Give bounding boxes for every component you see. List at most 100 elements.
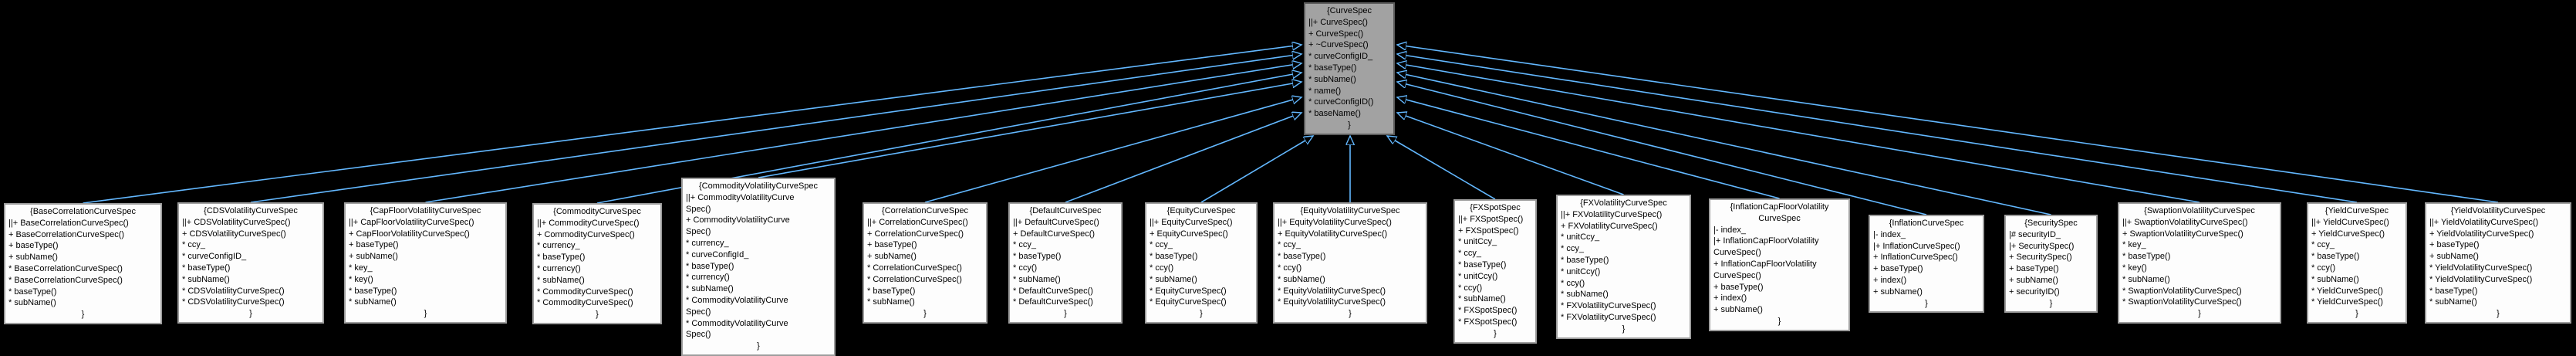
class-member-line: * ccy_ (182, 240, 205, 250)
class-title-line: {InflationCapFloorVolatility (1730, 202, 1829, 212)
class-node-commodityvolatilitycurvespec[interactable]: {CommodityVolatilityCurveSpec||+ Commodi… (681, 178, 836, 356)
class-close-brace: } (424, 309, 427, 319)
class-node-capfloorvolatilitycurvespec[interactable]: {CapFloorVolatilityCurveSpec ||+ CapFloor… (344, 202, 507, 324)
class-title-line: CurveSpec (1758, 213, 1801, 223)
class-close-brace: } (596, 310, 599, 320)
class-member-line: + ~CurveSpec() (1308, 40, 1369, 50)
class-close-brace: } (1348, 120, 1351, 130)
class-node-commoditycurvespec[interactable]: {CommodityCurveSpec||+ CommodityCurveSpe… (532, 203, 662, 324)
class-member-line: |+ InflationCapFloorVolatility (1713, 236, 1819, 246)
class-node-cdsvolatilitycurvespec[interactable]: {CDSVolatilityCurveSpec||+ CDSVolatility… (177, 202, 324, 324)
class-node-defaultcurvespec[interactable]: {DefaultCurveSpec||+ DefaultCurveSpec()+… (1008, 202, 1123, 324)
class-node-equitycurvespec[interactable]: {EquityCurveSpec ||+ EquityCurveSpec() + E… (1145, 202, 1258, 324)
class-node-basecorrelationcurvespec[interactable]: {BaseCorrelationCurveSpec||+ BaseCorrela… (4, 203, 162, 324)
class-member-line: ||+ EquityCurveSpec() (1150, 217, 1233, 227)
class-member-line: * subName() (1278, 274, 1325, 284)
class-member-line: * CorrelationCurveSpec() (867, 274, 962, 284)
inheritance-edge-inflationcapfloorvolatilitycurvespec (1397, 97, 1780, 199)
class-member-line: * key() (349, 274, 373, 284)
class-member-line: ||+ YieldVolatilityCurveSpec() (2429, 217, 2539, 227)
class-close-brace: } (1494, 328, 1497, 338)
class-member-line: * FXSpotSpec() (1458, 306, 1518, 316)
class-close-brace: } (1349, 309, 1352, 319)
class-member-line: + CommodityVolatilityCurve (686, 215, 790, 225)
class-close-brace: } (2049, 298, 2053, 308)
class-close-brace: } (2497, 309, 2500, 319)
class-member-line: * ccy() (1561, 278, 1585, 288)
class-title-line: {BaseCorrelationCurveSpec (30, 207, 136, 216)
class-member-line: + EquityVolatilityCurveSpec() (1278, 229, 1388, 239)
inheritance-edge-yieldvolatilitycurvespec (1397, 45, 2499, 203)
class-node-swaptionvolatilitycurvespec[interactable]: {SwaptionVolatilityCurveSpec||+ Swaption… (2118, 202, 2281, 324)
class-title-line: {CapFloorVolatilityCurveSpec (370, 206, 481, 215)
class-member-line: ||+ FXVolatilityCurveSpec() (1561, 209, 1663, 219)
class-member-line: + baseType() (867, 240, 917, 250)
class-member-line: |- index_ (1713, 225, 1746, 235)
class-close-brace: } (1064, 309, 1067, 319)
class-member-line: * baseType() (867, 286, 916, 296)
class-node-inflationcurvespec[interactable]: {InflationCurveSpec|- index_|+ Inflation… (1869, 215, 1984, 314)
class-member-line: * CommodityVolatilityCurve (686, 318, 788, 328)
class-member-line: * FXSpotSpec() (1458, 317, 1518, 327)
class-title-line: {CorrelationCurveSpec (882, 206, 968, 215)
class-node-fxvolatilitycurvespec[interactable]: {FXVolatilityCurveSpec||+ FXVolatilityCu… (1556, 195, 1691, 339)
class-close-brace: } (2355, 309, 2358, 319)
class-title-line: {SwaptionVolatilityCurveSpec (2144, 206, 2255, 215)
class-member-line: * key_ (349, 263, 373, 273)
class-member-line: * SwaptionVolatilityCurveSpec() (2122, 286, 2242, 296)
inheritance-edge-correlationcurvespec (924, 97, 1302, 203)
class-node-curvespec[interactable]: {CurveSpec||+ CurveSpec()+ CurveSpec()+ … (1304, 2, 1395, 135)
class-member-line: + CurveSpec() (1308, 29, 1364, 39)
class-member-line: * subName() (1458, 294, 1506, 304)
class-member-line: * ccy_ (1150, 240, 1173, 250)
class-member-line: |+ SecuritySpec() (2009, 241, 2075, 251)
class-member-line: * baseType() (2311, 252, 2360, 262)
class-node-equityvolatilitycurvespec[interactable]: {EquityVolatilityCurveSpec||+ EquityVola… (1273, 202, 1427, 324)
class-member-line: * subName() (2311, 274, 2359, 284)
class-member-line: + subName() (1873, 286, 1923, 297)
class-member-line: ||+ DefaultCurveSpec() (1013, 217, 1099, 227)
inheritance-edge-securityspec (1397, 73, 2051, 215)
class-close-brace: } (923, 309, 927, 319)
class-member-line: * subName() (8, 298, 56, 308)
class-member-line: + baseType() (349, 240, 399, 250)
class-title-line: {DefaultCurveSpec (1029, 206, 1102, 215)
class-member-line: * ccy_ (1013, 240, 1036, 250)
class-member-line: * baseType() (1278, 252, 1326, 262)
class-title-line: {EquityCurveSpec (1166, 206, 1236, 215)
class-title-line: {EquityVolatilityCurveSpec (1300, 206, 1400, 215)
class-member-line: * baseType() (2429, 286, 2478, 296)
class-member-line: * unitCcy() (1458, 271, 1498, 281)
inheritance-edge-inflationcurvespec (1397, 82, 1927, 215)
class-node-securityspec[interactable]: {SecuritySpec|# securityID_|+ SecuritySp… (2004, 215, 2098, 314)
class-member-line: * key() (2122, 263, 2147, 273)
class-node-yieldvolatilitycurvespec[interactable]: {YieldVolatilityCurveSpec||+ YieldVolati… (2425, 202, 2571, 324)
class-close-brace: } (757, 341, 760, 351)
inheritance-edge-commodityvolatilitycurvespec (758, 82, 1302, 178)
class-member-line: + baseType() (2009, 264, 2059, 274)
class-member-line: ||+ CDSVolatilityCurveSpec() (182, 217, 291, 227)
class-member-line: + YieldCurveSpec() (2311, 229, 2385, 239)
class-member-line: * ccy() (1278, 263, 1302, 273)
class-member-line: |- index_ (1873, 229, 1906, 239)
class-member-line: + CorrelationCurveSpec() (867, 229, 964, 239)
class-member-line: + baseType() (1873, 264, 1923, 274)
class-member-line: + baseType() (1713, 282, 1764, 292)
class-member-line: ||+ CapFloorVolatilityCurveSpec() (349, 217, 474, 227)
class-member-line: * subName() (182, 274, 230, 284)
class-close-brace: } (1622, 324, 1626, 334)
class-node-correlationcurvespec[interactable]: {CorrelationCurveSpec||+ CorrelationCurv… (863, 202, 988, 324)
class-member-line: * YieldCurveSpec() (2311, 297, 2383, 307)
class-title-line: {YieldCurveSpec (2324, 206, 2389, 215)
inheritance-edge-fxvolatilitycurvespec (1397, 113, 1624, 195)
class-member-line: * curveConfigID_ (182, 252, 247, 262)
class-member-line: * CommodityCurveSpec() (537, 286, 633, 297)
class-member-line: * baseType() (537, 253, 586, 263)
class-node-fxspotspec[interactable]: {FXSpotSpec||+ FXSpotSpec()+ FXSpotSpec(… (1453, 199, 1537, 344)
class-member-line: * baseType() (1561, 255, 1609, 265)
class-node-yieldcurvespec[interactable]: {YieldCurveSpec||+ YieldCurveSpec()+ Yie… (2307, 202, 2407, 324)
class-member-line: * CorrelationCurveSpec() (867, 263, 962, 273)
class-member-line: + EquityCurveSpec() (1150, 229, 1228, 239)
class-member-line: + subName() (2429, 252, 2479, 262)
